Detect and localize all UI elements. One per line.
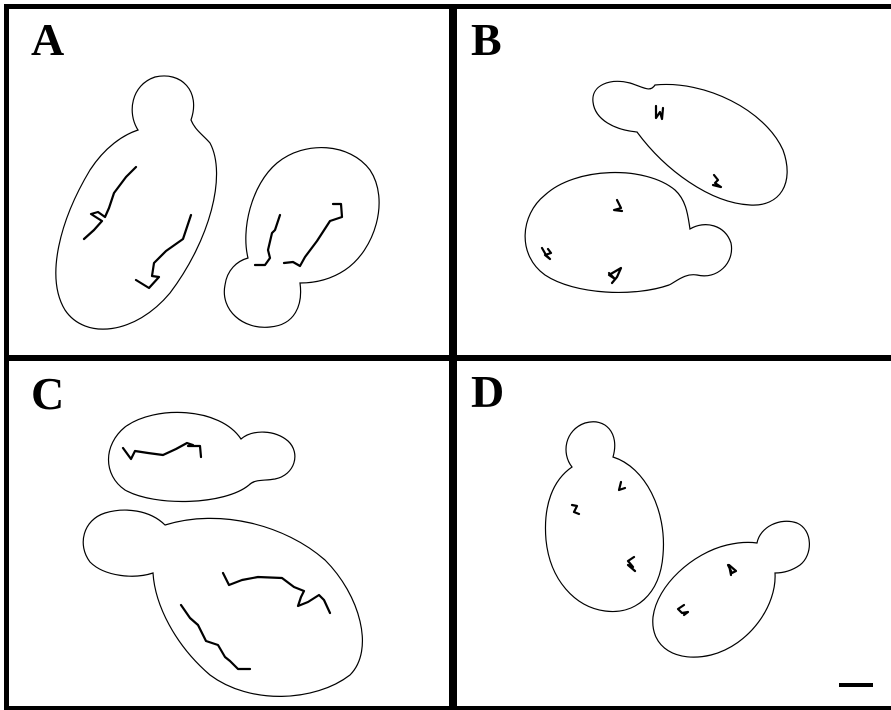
cell-outline: [56, 76, 217, 329]
chromosome-track: [542, 248, 551, 259]
panel-b-drawing: [457, 9, 891, 355]
panel-d-drawing: [457, 361, 891, 705]
chromosome-track: [713, 175, 721, 187]
panel-c: C: [4, 356, 454, 710]
scale-bar: [839, 683, 873, 687]
chromosome-track: [628, 557, 635, 571]
panel-a: A: [4, 4, 454, 360]
panel-d: D: [452, 356, 891, 710]
cell-outline: [545, 422, 663, 612]
cell-outline: [224, 148, 379, 328]
chromosome-track: [656, 106, 663, 119]
chromosome-track: [84, 167, 136, 239]
chromosome-track: [181, 605, 250, 669]
panel-b: B: [452, 4, 891, 360]
panel-c-drawing: [9, 361, 449, 705]
cell-outline: [653, 521, 810, 657]
chromosome-track: [136, 215, 191, 288]
chromosome-track: [572, 505, 579, 514]
cell-outline: [83, 510, 362, 696]
chromosome-track: [619, 482, 625, 490]
panel-a-drawing: [9, 9, 449, 355]
cell-outline: [593, 81, 787, 205]
chromosome-track: [123, 443, 201, 459]
chromosome-track: [728, 565, 736, 575]
chromosome-track: [284, 204, 342, 266]
cell-outline: [525, 173, 731, 293]
chromosome-track: [609, 268, 621, 283]
chromosome-track: [678, 605, 688, 615]
chromosome-track: [223, 573, 330, 613]
chromosome-track: [614, 200, 622, 211]
chromosome-track: [255, 215, 280, 265]
